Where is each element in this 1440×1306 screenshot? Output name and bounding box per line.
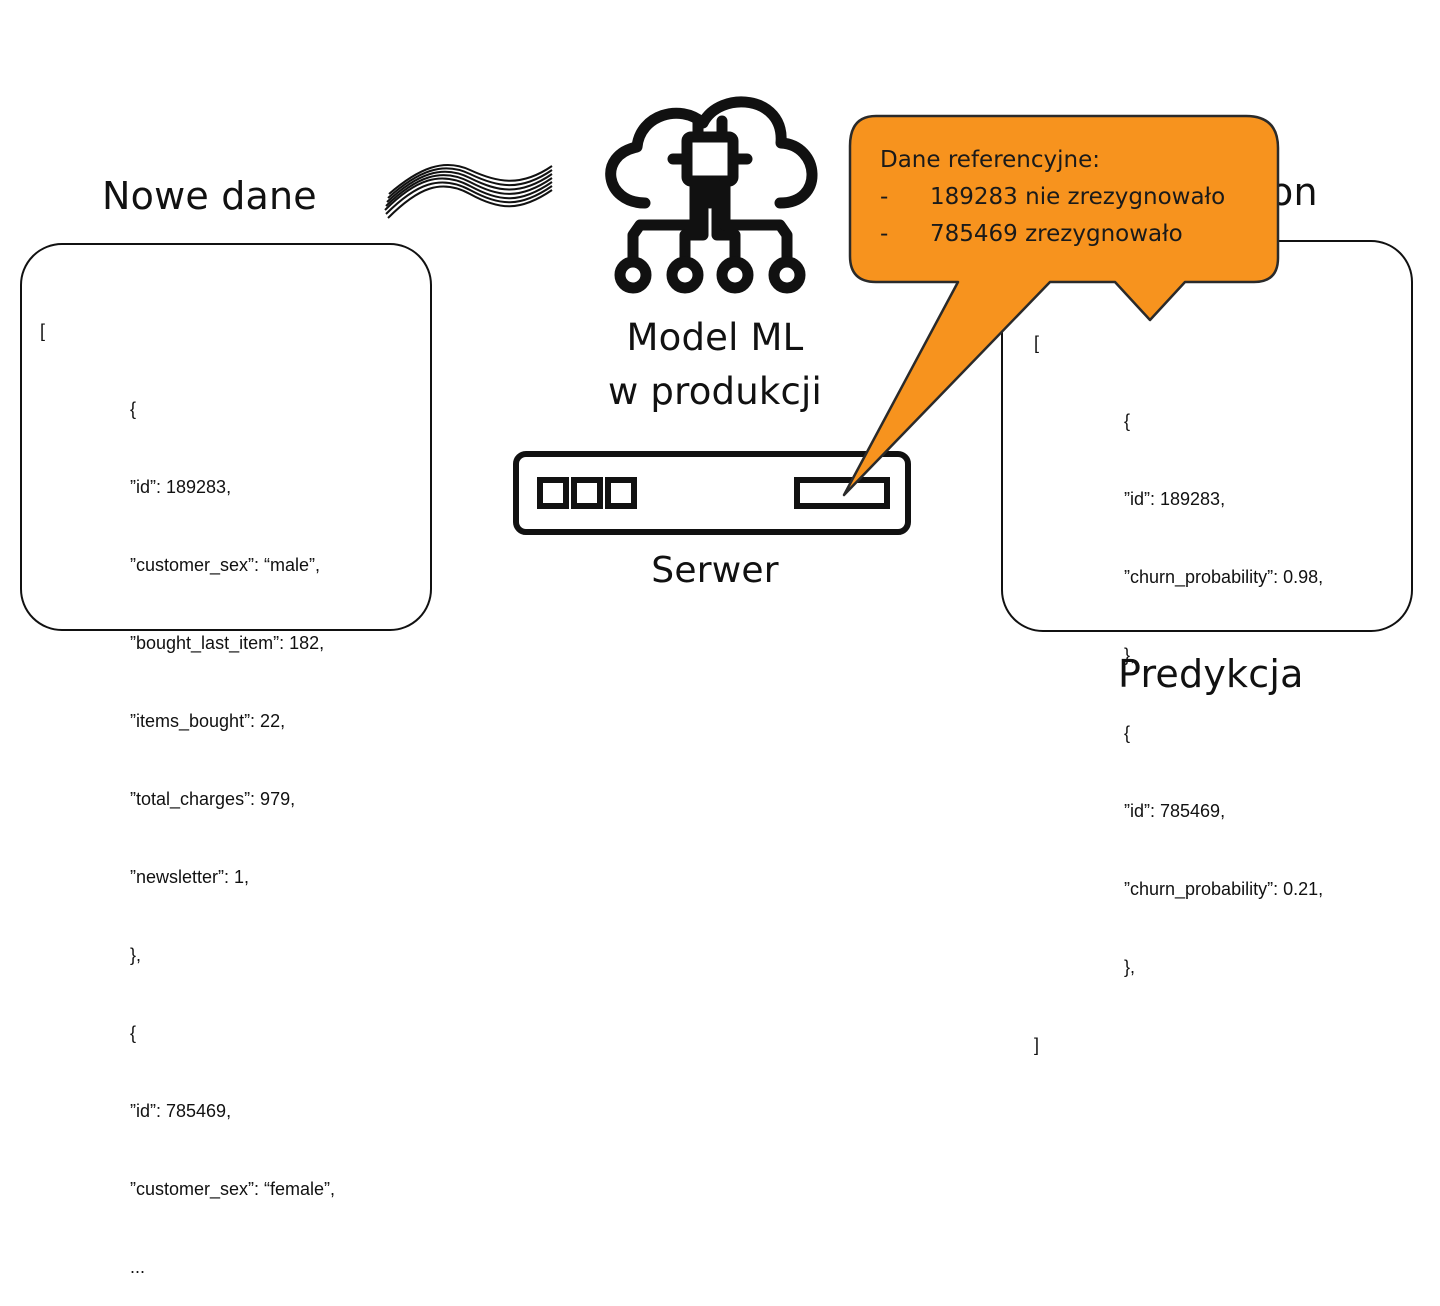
list-dash: - <box>880 184 889 210</box>
json-line: ”newsletter”: 1, <box>130 867 250 887</box>
callout-item: - 189283 nie zrezygnowało <box>880 179 1225 216</box>
input-data-box <box>20 243 432 631</box>
json-line: }, <box>1124 645 1136 665</box>
json-line: { <box>1124 723 1131 743</box>
json-line: }, <box>1124 957 1136 977</box>
callout-item-text: 785469 zrezygnowało <box>930 221 1183 247</box>
list-dash: - <box>880 221 889 247</box>
json-line: ”id”: 785469, <box>1124 801 1226 821</box>
callout-title: Dane referencyjne: <box>880 147 1100 173</box>
json-line: { <box>130 1023 137 1043</box>
model-label-line1: Model ML <box>626 316 804 359</box>
json-line: ”churn_probability”: 0.21, <box>1124 879 1324 899</box>
callout-text: Dane referencyjne: - 189283 nie zrezygnow… <box>880 142 1225 253</box>
json-line: ”customer_sex”: “female”, <box>130 1179 336 1199</box>
json-line: [ <box>40 321 46 341</box>
cloud-chip-icon <box>605 96 818 294</box>
model-label-line2: w produkcji <box>607 370 822 413</box>
callout-item-text: 189283 nie zrezygnowało <box>930 184 1226 210</box>
input-json: [ { ”id”: 189283, ”customer_sex”: “male”… <box>40 266 420 1306</box>
json-line: ”total_charges”: 979, <box>130 789 296 809</box>
json-line: ”id”: 785469, <box>130 1101 232 1121</box>
server-icon <box>513 451 911 535</box>
json-line: }, <box>130 945 142 965</box>
callout-item: - 785469 zrezygnowało <box>880 216 1225 253</box>
wave-icon <box>384 163 553 219</box>
json-line: ”churn_probability”: 0.98, <box>1124 567 1324 587</box>
json-line: ] <box>1034 1035 1040 1055</box>
json-line: { <box>130 399 137 419</box>
json-line: ”items_bought”: 22, <box>130 711 286 731</box>
json-line: ”id”: 189283, <box>130 477 232 497</box>
new-data-title: Nowe dane <box>102 174 317 218</box>
json-line: ”bought_last_item”: 182, <box>130 633 325 653</box>
server-label: Serwer <box>651 550 779 591</box>
callout-bubble <box>842 114 1280 497</box>
json-line: { <box>1124 411 1131 431</box>
json-line: ”customer_sex”: “male”, <box>130 555 321 575</box>
json-line: ”id”: 189283, <box>1124 489 1226 509</box>
json-line: [ <box>1034 333 1040 353</box>
json-line: ... <box>130 1257 146 1277</box>
prediction-label: Predykcja <box>1118 652 1304 696</box>
prediction-box <box>1001 240 1413 632</box>
